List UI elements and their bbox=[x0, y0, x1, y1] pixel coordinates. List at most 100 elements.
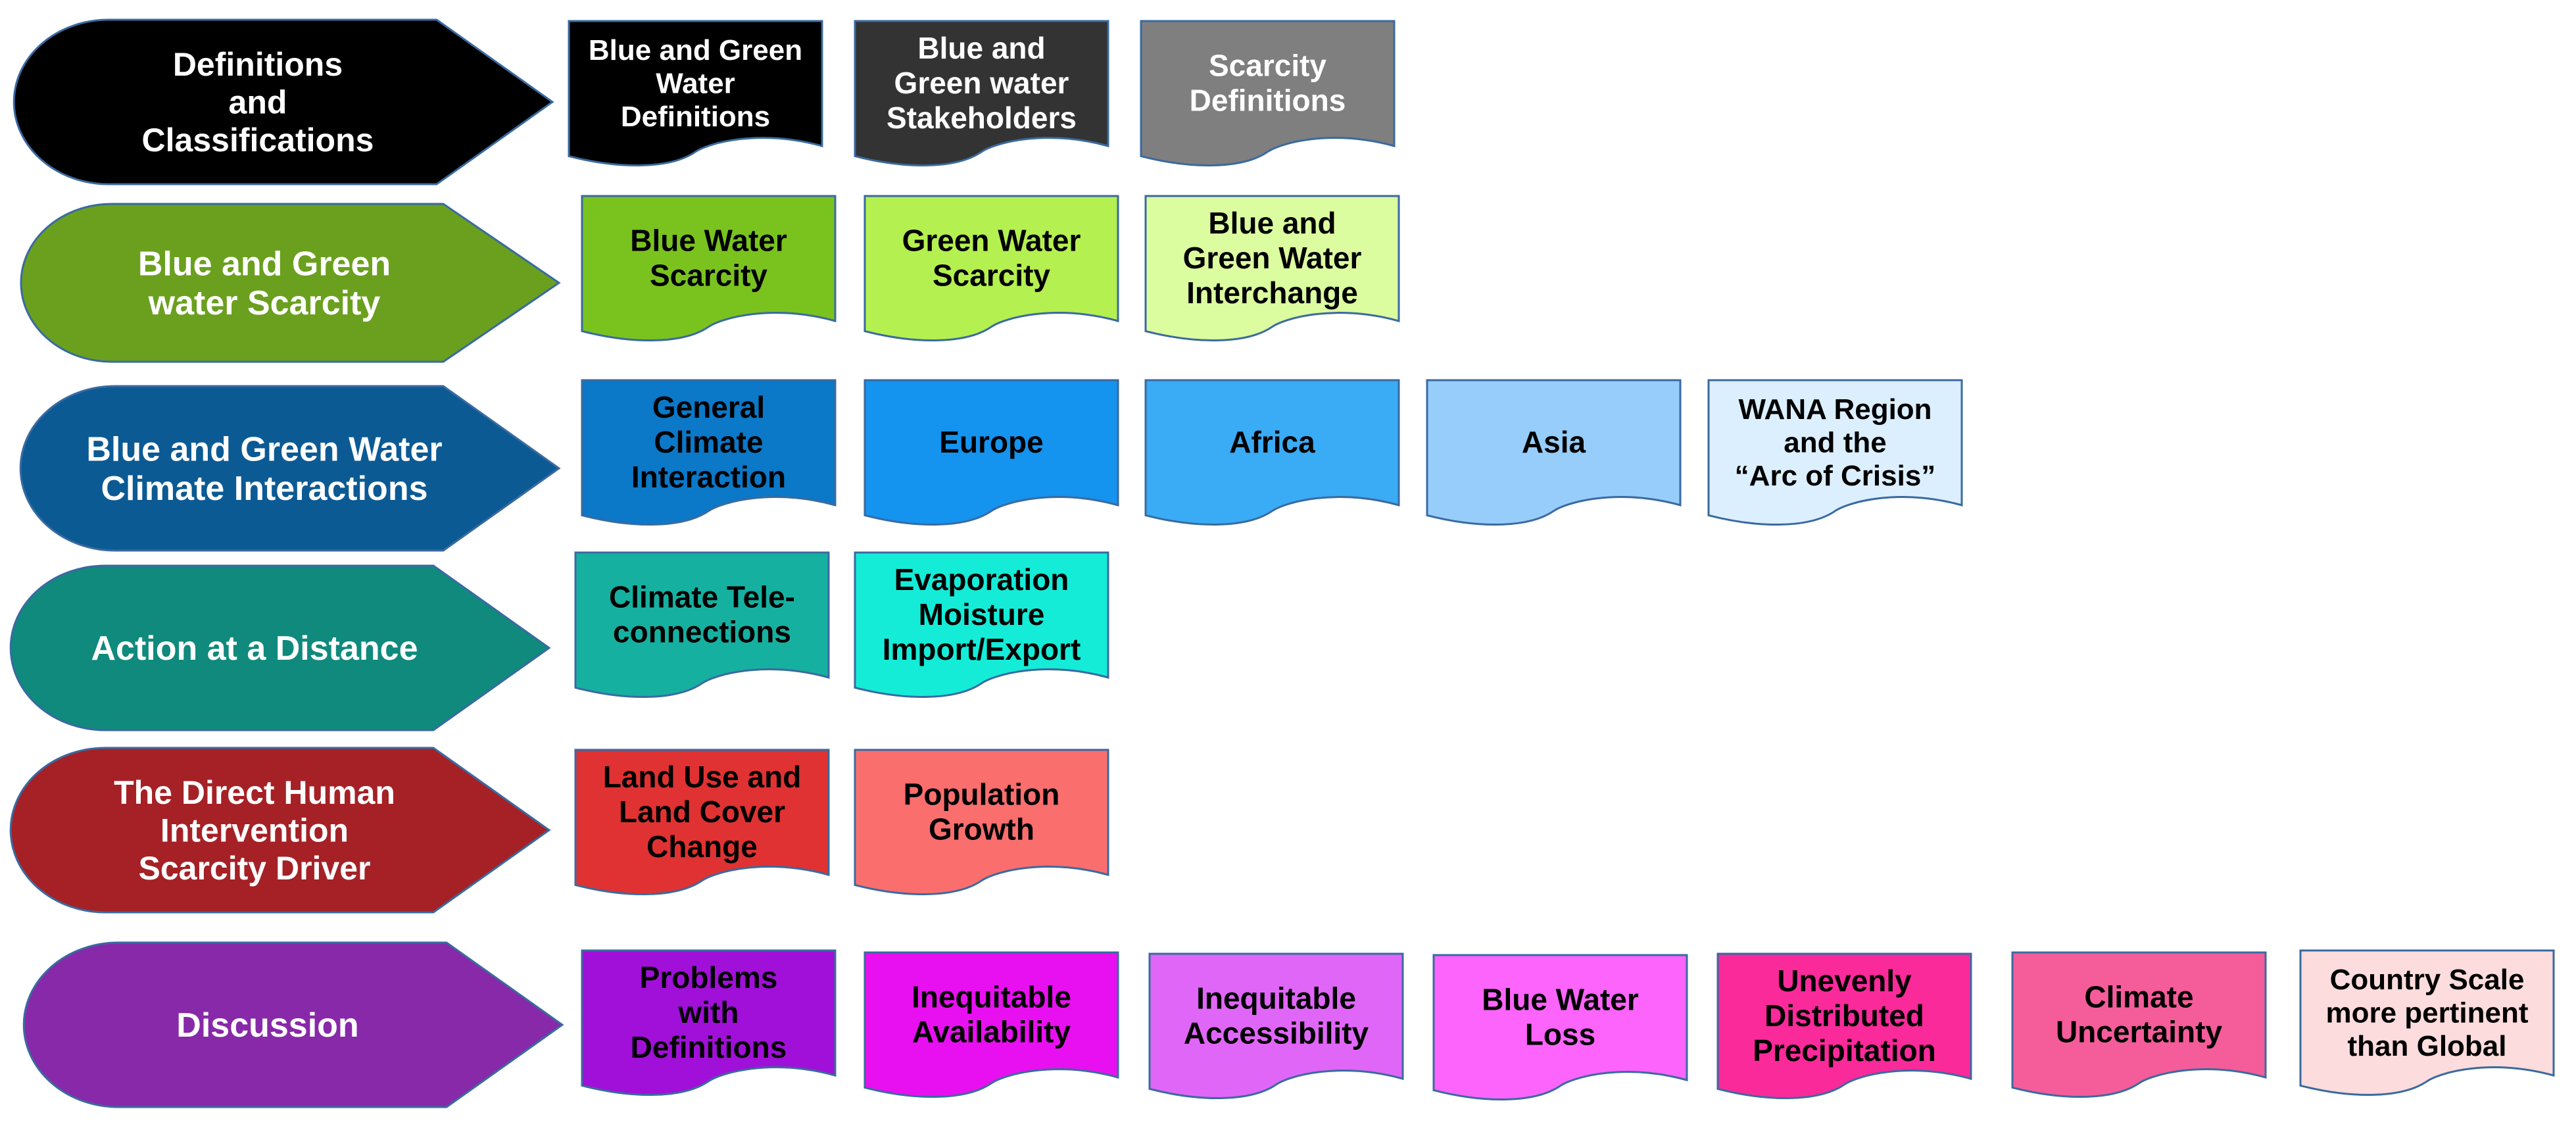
topic-card-label: Blue Water bbox=[1482, 983, 1639, 1017]
section-label: Intervention bbox=[160, 812, 349, 849]
topic-card-shape bbox=[863, 379, 1119, 526]
topic-card-label: Green Water bbox=[902, 224, 1081, 258]
topic-card-shape bbox=[2011, 951, 2267, 1098]
topic-card-label: Green Water bbox=[1183, 241, 1362, 275]
section-label: Discussion bbox=[176, 1006, 358, 1045]
topic-card-label: Definitions bbox=[621, 101, 770, 133]
topic-card-shape bbox=[574, 551, 830, 699]
topic-card-label: Water bbox=[656, 67, 735, 99]
topic-card-label: Interaction bbox=[631, 460, 786, 494]
topic-card-label: Moisture bbox=[919, 597, 1045, 631]
topic-card: Europe bbox=[863, 379, 1119, 526]
topic-card-label: Country Scale bbox=[2330, 964, 2525, 996]
topic-card-label: Definitions bbox=[631, 1030, 787, 1064]
section-label: Definitions bbox=[173, 46, 343, 83]
topic-card-label: Population bbox=[904, 777, 1060, 812]
topic-card-shape bbox=[581, 379, 837, 526]
topic-card-shape bbox=[1432, 954, 1688, 1101]
section-label: Climate Interactions bbox=[101, 470, 427, 508]
topic-card-label: with bbox=[678, 995, 739, 1029]
row-4: Action at a Distance Climate Tele-connect… bbox=[9, 551, 1109, 731]
topic-card-label: Scarcity bbox=[933, 259, 1050, 293]
section-arrow bbox=[19, 385, 561, 552]
section-arrow bbox=[22, 941, 564, 1108]
topic-card-label: Evaporation bbox=[894, 562, 1069, 597]
topic-card-label: Green water bbox=[894, 66, 1069, 100]
topic-card-label: Land Cover bbox=[619, 795, 785, 829]
topic-card-label: Land Use and bbox=[603, 760, 802, 794]
topic-card-label: Accessibility bbox=[1184, 1016, 1369, 1050]
topic-card-label: Scarcity bbox=[1209, 49, 1326, 83]
section-label: and bbox=[229, 84, 287, 121]
topic-card-label: Definitions bbox=[1190, 84, 1346, 118]
section-arrow bbox=[20, 203, 561, 363]
topic-card-label: Distributed bbox=[1764, 998, 1924, 1033]
section-label: The Direct Human bbox=[114, 774, 395, 811]
section-label: Classifications bbox=[142, 122, 374, 159]
section-label: water Scarcity bbox=[148, 284, 381, 322]
topic-card-label: Blue Water bbox=[630, 224, 787, 258]
topic-card-label: Blue and bbox=[1208, 206, 1336, 240]
topic-card-label: and the bbox=[1784, 426, 1886, 458]
topic-card-label: General bbox=[652, 390, 765, 424]
topic-card-label: Import/Export bbox=[883, 632, 1081, 666]
section-arrow bbox=[9, 564, 551, 731]
topic-card-shape bbox=[854, 749, 1109, 896]
topic-card-shape bbox=[1140, 20, 1396, 167]
topic-card-label: Uncertainty bbox=[2056, 1015, 2222, 1049]
topic-card-shape bbox=[863, 195, 1119, 342]
section-arrow bbox=[12, 18, 554, 185]
topic-card: Africa bbox=[1144, 379, 1400, 526]
section-label: Scarcity Driver bbox=[138, 850, 370, 887]
topic-card-label: Blue and Green bbox=[589, 34, 802, 66]
topic-card-label: Blue and bbox=[917, 31, 1045, 65]
topic-card-label: Change bbox=[646, 829, 758, 864]
topic-card: Asia bbox=[1426, 379, 1682, 526]
topic-card-shape bbox=[1144, 195, 1400, 342]
section-arrow bbox=[9, 747, 551, 914]
topic-card-label: Europe bbox=[939, 425, 1043, 459]
topic-card-label: Inequitable bbox=[911, 980, 1071, 1014]
topic-card-label: Africa bbox=[1229, 425, 1315, 459]
section-label: Action at a Distance bbox=[91, 629, 418, 668]
topic-card-label: WANA Region bbox=[1738, 393, 1932, 426]
topic-card-label: Climate bbox=[2084, 980, 2193, 1014]
topic-card-shape bbox=[854, 551, 1109, 699]
topic-card-label: Stakeholders bbox=[887, 101, 1077, 135]
section-label: Blue and Green bbox=[138, 245, 391, 283]
topic-card-shape bbox=[568, 20, 823, 167]
topic-card-label: Growth bbox=[929, 812, 1034, 847]
topic-card-label: Precipitation bbox=[1753, 1033, 1936, 1068]
topic-card-shape bbox=[581, 195, 837, 342]
topic-card-shape bbox=[1148, 952, 1404, 1100]
topic-card-label: Availability bbox=[912, 1015, 1071, 1049]
topic-card-label: connections bbox=[613, 615, 791, 649]
topic-card-shape bbox=[863, 951, 1119, 1098]
section-label: Blue and Green Water bbox=[86, 430, 442, 468]
topic-card-label: Loss bbox=[1525, 1018, 1595, 1052]
topic-card-label: Scarcity bbox=[650, 259, 767, 293]
topic-card-label: more pertinent bbox=[2325, 997, 2528, 1029]
topic-card-shape bbox=[854, 20, 1109, 167]
topic-card-label: Climate Tele- bbox=[609, 580, 795, 614]
topic-card-shape bbox=[1707, 379, 1963, 526]
